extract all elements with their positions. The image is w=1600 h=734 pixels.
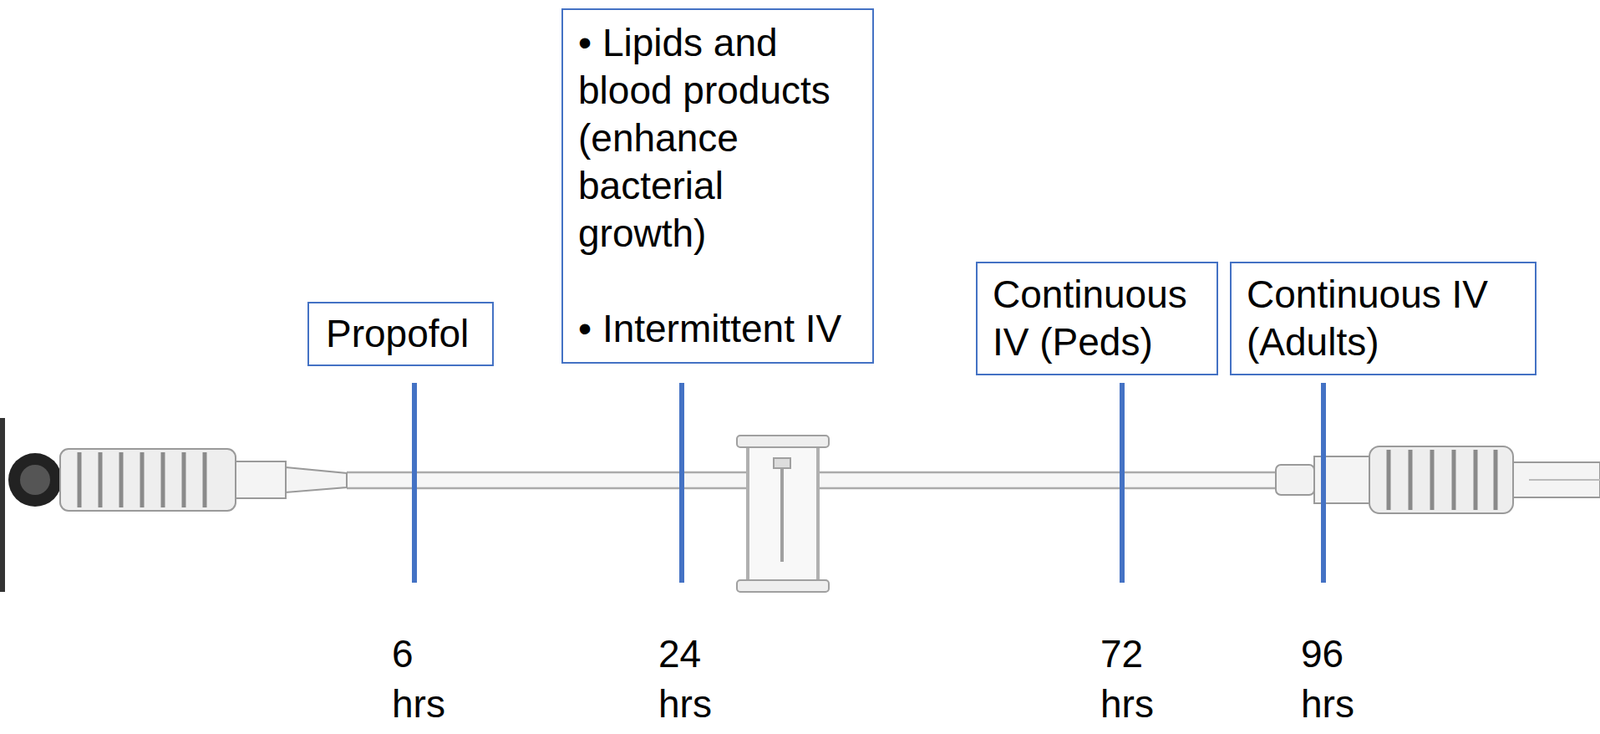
connector-collar [1275,464,1315,495]
connector-cap-ring [20,464,51,495]
connector-tip [285,467,347,493]
time-label: 96 hrs [1300,628,1360,729]
grip-rib [1452,449,1457,510]
box-text: Continuous IV (Peds) [992,270,1202,366]
clamp-roller [773,457,791,468]
box-text: • Lipids and blood products (enhance bac… [578,19,858,258]
connector-grip [60,448,236,511]
left-connector [0,417,347,592]
connector-cap [8,452,62,507]
time-marker-line [1320,382,1326,583]
note-box: Continuous IV (Adults) [1229,261,1537,376]
grip-rib [1473,449,1479,510]
box-text: Propofol [325,309,469,358]
grip-rib [1408,449,1413,510]
time-label: 72 hrs [1100,628,1159,729]
time-marker-line [679,382,685,583]
box-text: • Intermittent IV [578,304,858,353]
grip-rib [1430,449,1435,510]
roller-clamp [736,435,829,592]
box-text: Continuous IV (Adults) [1246,270,1514,366]
connector-plate [0,417,6,592]
time-markers [414,382,1324,583]
time-label: 6 hrs [391,628,451,729]
time-marker-line [411,382,417,583]
grip-rib [98,452,103,508]
clamp-flange [736,579,829,592]
clamp-slot [780,467,784,562]
grip-rib [203,452,208,508]
grip-rib [77,452,82,508]
grip-rib [182,452,187,508]
connector-neck [235,461,286,498]
note-box: Propofol [307,301,494,366]
note-box: Continuous IV (Peds) [975,261,1219,376]
connector-tail [1513,462,1600,498]
grip-rib [140,452,145,508]
clamp-body [747,440,818,588]
note-box: • Lipids and blood products (enhance bac… [561,8,874,364]
connector-tail-line [1528,478,1600,481]
grip-rib [161,452,166,508]
time-label: 24 hrs [658,628,717,729]
grip-ribs [79,452,205,508]
grip-ribs [1388,449,1496,510]
clamp-flange [736,435,829,447]
grip-rib [1493,449,1499,510]
grip-rib [119,452,124,508]
time-marker-line [1119,382,1125,583]
grip-rib [1386,449,1392,510]
connector-grip [1369,446,1514,514]
